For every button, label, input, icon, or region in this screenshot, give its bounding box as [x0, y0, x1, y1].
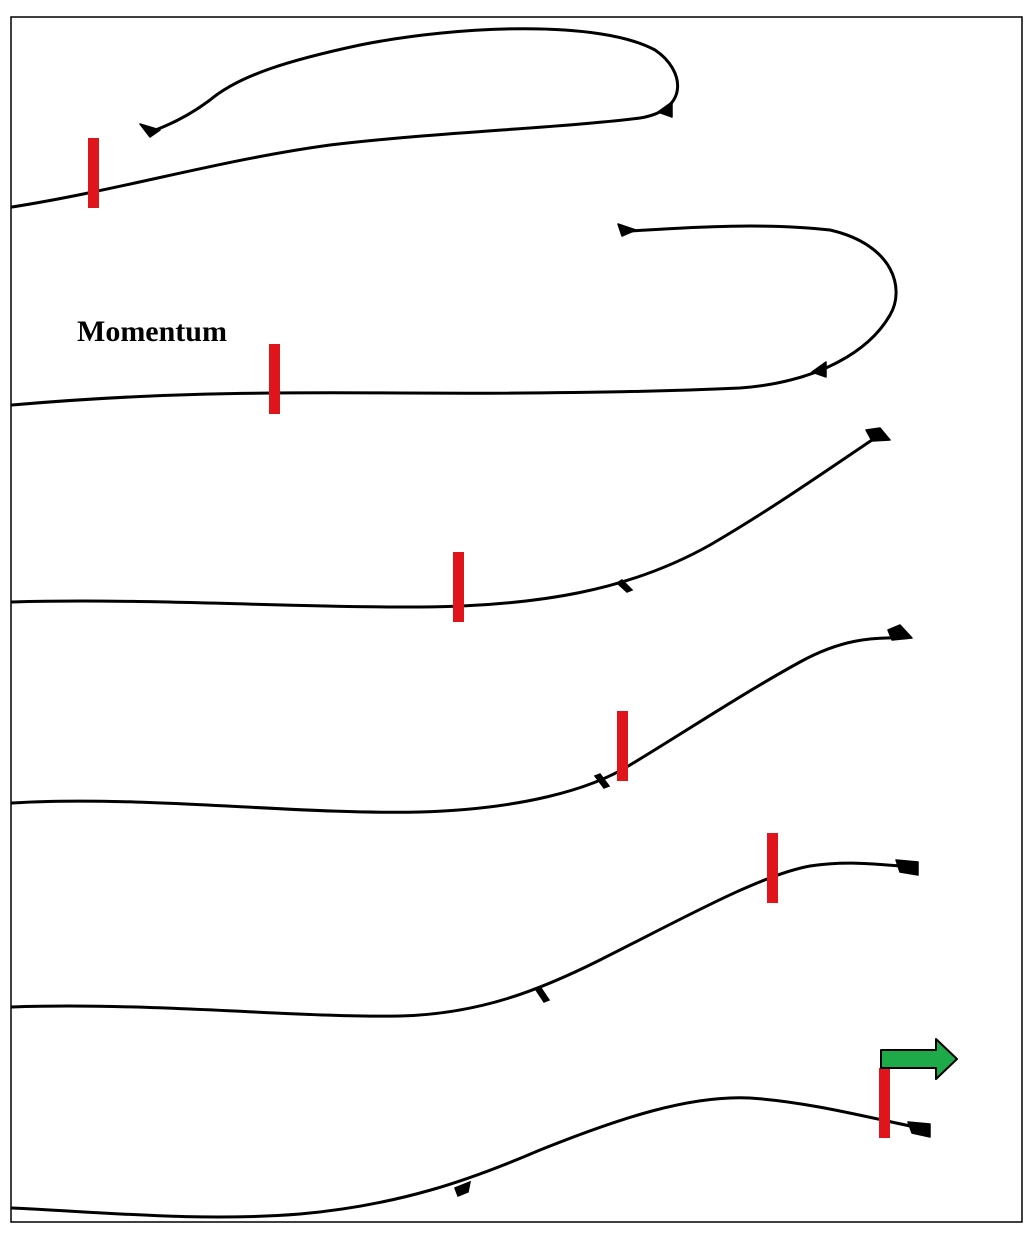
- panel-5-tick-icon: [534, 987, 551, 1003]
- panel-2-curve: [10, 224, 898, 407]
- panel-6-marker: [879, 1068, 890, 1138]
- panel-5: [10, 833, 919, 1018]
- panel-3-tick-icon: [615, 579, 634, 593]
- panel-2-arrowhead-icon: [617, 223, 637, 237]
- panel-6-curve: [10, 1096, 922, 1219]
- panel-5-arrowhead-icon: [895, 859, 919, 876]
- panel-1: [10, 27, 679, 209]
- panel-6-tick-icon: [454, 1180, 472, 1197]
- panel-4: [10, 624, 913, 814]
- panel-1-curve: [10, 27, 679, 209]
- diagram-frame: [10, 16, 1023, 1223]
- panel-1-arrowhead-icon: [139, 123, 161, 138]
- panel-4-tick-icon: [593, 773, 611, 789]
- panel-5-marker: [767, 833, 778, 903]
- panel-4-curve: [10, 636, 907, 814]
- panel-1-marker: [88, 138, 99, 208]
- panel-6: [10, 1038, 958, 1219]
- panel-4-marker: [617, 711, 628, 781]
- panel-3: [10, 427, 891, 622]
- panel-2-tick-icon: [811, 361, 827, 378]
- right-arrow-icon: [880, 1038, 958, 1080]
- panel-6-arrowhead-icon: [907, 1121, 931, 1138]
- panel-3-arrowhead-icon: [865, 427, 891, 442]
- panel-2: Momentum: [10, 223, 898, 414]
- momentum-label: Momentum: [77, 315, 227, 348]
- panel-3-curve: [10, 438, 874, 609]
- panel-1-tick-icon: [657, 101, 673, 118]
- panel-3-marker: [453, 552, 464, 622]
- panel-2-marker: [269, 344, 280, 414]
- panel-5-curve: [10, 861, 917, 1018]
- panel-4-arrowhead-icon: [887, 624, 913, 641]
